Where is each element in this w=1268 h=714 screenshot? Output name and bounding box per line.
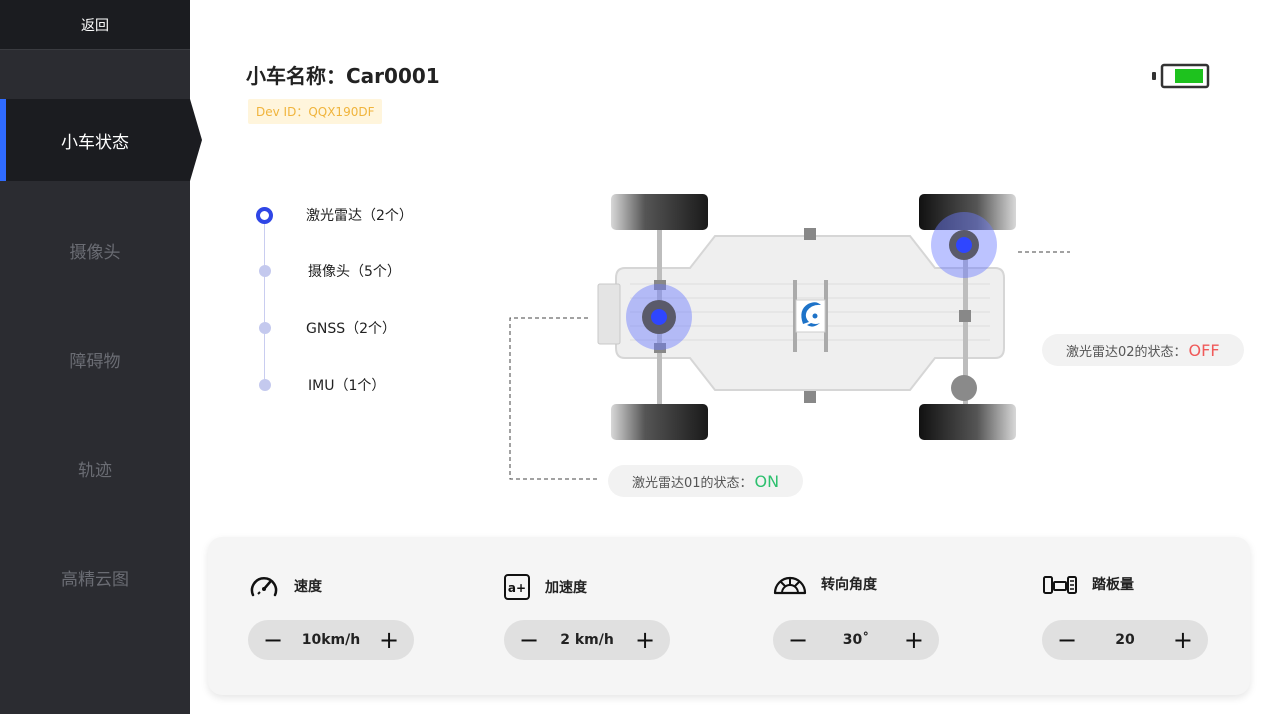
sensor-label: 激光雷达（2个） xyxy=(306,208,413,224)
sensor-label: 摄像头（5个） xyxy=(308,264,401,280)
pedal-increase-button[interactable]: + xyxy=(1172,626,1194,654)
lidar01-status: 激光雷达01的状态： ON xyxy=(608,465,804,497)
speed-stepper: − 10km/h + xyxy=(248,620,414,660)
pedal-stepper: − 20 + xyxy=(1042,620,1208,660)
sidebar-item-car-status[interactable]: 小车状态 xyxy=(0,99,202,181)
rear-sensor xyxy=(951,375,977,401)
acceleration-stepper: − 2 km/h + xyxy=(504,620,670,660)
sidebar-item-trajectory[interactable]: 轨迹 xyxy=(0,427,190,509)
steering-value: 30˚ xyxy=(842,632,870,648)
sensor-list: 激光雷达（2个） 摄像头（5个） GNSS（2个） IMU（1个） xyxy=(254,200,454,400)
car-diagram xyxy=(509,194,1070,480)
pedal-label: 踏板量 xyxy=(1042,573,1134,595)
sensor-item-camera[interactable]: 摄像头（5个） xyxy=(254,256,401,286)
timeline-dot-icon xyxy=(259,322,271,334)
lidar02-status: 激光雷达02的状态： OFF xyxy=(1042,334,1244,366)
svg-text:a+: a+ xyxy=(508,581,526,595)
front-bumper xyxy=(597,283,621,345)
steering-label: 转向角度 xyxy=(773,573,877,595)
sidebar-item-label: 小车状态 xyxy=(61,132,129,153)
pedal-decrease-button[interactable]: − xyxy=(1056,626,1078,654)
sidebar: 返回 小车状态 摄像头 障碍物 轨迹 高精云图 xyxy=(0,0,202,714)
steering-stepper: − 30˚ + xyxy=(773,620,939,660)
back-button[interactable]: 返回 xyxy=(0,0,190,50)
pedal-icon xyxy=(1043,576,1077,594)
wheel-front-right xyxy=(919,194,1016,230)
wheel-rear-left xyxy=(611,404,708,440)
sidebar-item-hd-map[interactable]: 高精云图 xyxy=(0,536,190,618)
speedometer-icon xyxy=(250,577,278,597)
pedal-value: 20 xyxy=(1115,632,1135,648)
active-arrow xyxy=(190,99,202,181)
sidebar-item-label: 高精云图 xyxy=(61,569,129,590)
wheel-rear-right xyxy=(919,404,1016,440)
sidebar-item-camera[interactable]: 摄像头 xyxy=(0,209,190,291)
acceleration-decrease-button[interactable]: − xyxy=(518,626,540,654)
speed-decrease-button[interactable]: − xyxy=(262,626,284,654)
control-panel: 速度 − 10km/h + a+ 加速度 − 2 km/h + xyxy=(208,537,1250,695)
sensor-label: GNSS（2个） xyxy=(306,321,397,337)
timeline-dot-icon xyxy=(259,379,271,391)
speed-label: 速度 xyxy=(248,573,322,599)
lidar02-status-value: OFF xyxy=(1188,340,1220,360)
timeline-dot-icon xyxy=(256,206,273,224)
lidar01-status-label: 激光雷达01的状态： xyxy=(632,475,753,491)
speed-value: 10km/h xyxy=(301,632,361,648)
wheel-front-left xyxy=(611,194,708,230)
speed-increase-button[interactable]: + xyxy=(378,626,400,654)
active-indicator xyxy=(0,99,6,181)
sidebar-item-label: 摄像头 xyxy=(69,242,121,263)
steering-label-text: 转向角度 xyxy=(821,577,877,593)
sidebar-item-obstacle[interactable]: 障碍物 xyxy=(0,318,190,400)
sensor-item-imu[interactable]: IMU（1个） xyxy=(254,370,385,400)
brand-logo-icon xyxy=(801,302,821,327)
acceleration-increase-button[interactable]: + xyxy=(634,626,656,654)
dev-id-badge: Dev ID：QQX190DF xyxy=(248,99,383,124)
sensor-timeline-line xyxy=(264,214,265,384)
sidebar-item-label: 障碍物 xyxy=(69,351,121,372)
acceleration-icon: a+ xyxy=(504,574,530,600)
sensor-item-lidar[interactable]: 激光雷达（2个） xyxy=(254,200,413,230)
steering-angle-icon xyxy=(773,576,807,595)
steering-increase-button[interactable]: + xyxy=(903,626,925,654)
acceleration-value: 2 km/h xyxy=(560,632,614,648)
logo-plate xyxy=(795,299,826,333)
timeline-dot-icon xyxy=(259,265,271,277)
lidar01-connector xyxy=(509,317,598,480)
lidar01-status-value: ON xyxy=(754,471,780,491)
car-name-title: 小车名称：Car0001 xyxy=(246,64,440,88)
acceleration-label: a+ 加速度 xyxy=(503,573,587,601)
speed-label-text: 速度 xyxy=(294,579,322,595)
sidebar-item-label: 轨迹 xyxy=(78,460,112,481)
steering-decrease-button[interactable]: − xyxy=(787,626,809,654)
lidar02-status-label: 激光雷达02的状态： xyxy=(1066,344,1187,360)
acceleration-label-text: 加速度 xyxy=(545,580,587,596)
lidar02-connector xyxy=(1018,251,1070,253)
sensor-item-gnss[interactable]: GNSS（2个） xyxy=(254,313,396,343)
sensor-label: IMU（1个） xyxy=(308,378,386,394)
main-content: 小车名称：Car0001 Dev ID：QQX190DF 激光雷达（2个） 摄像… xyxy=(190,0,1268,714)
pedal-label-text: 踏板量 xyxy=(1092,577,1134,593)
battery-icon xyxy=(1152,62,1210,94)
